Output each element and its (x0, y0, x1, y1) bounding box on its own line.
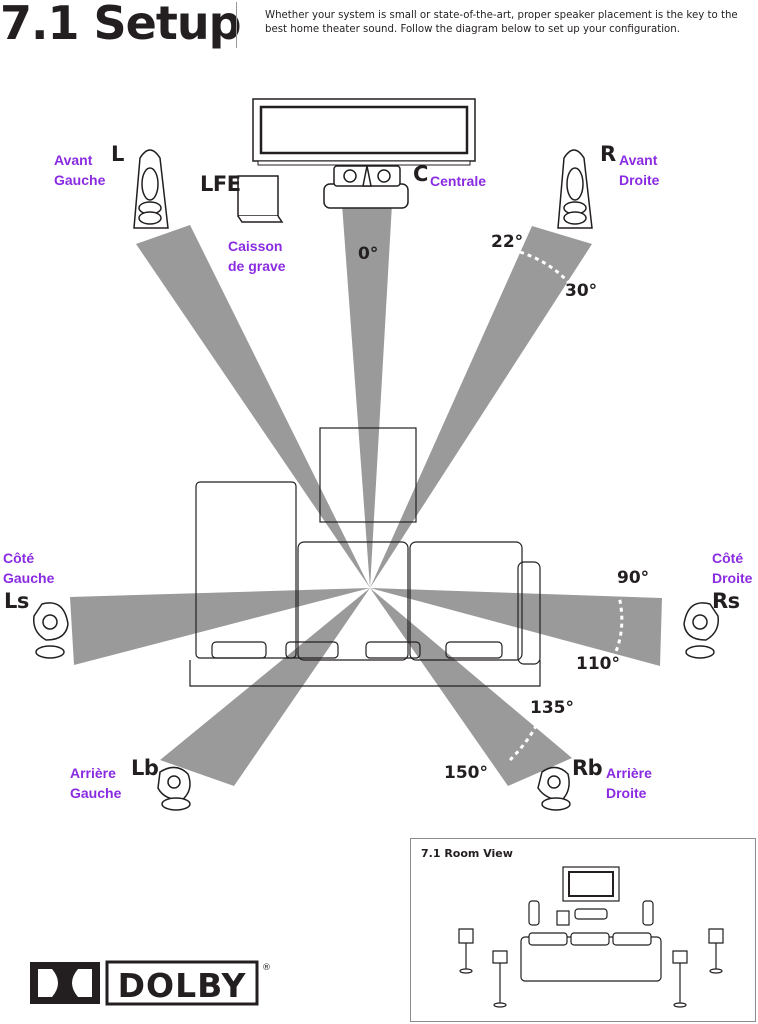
beam-side-right (370, 588, 662, 666)
label-back-left: Arrière Gauche (70, 765, 122, 801)
beam-back-left (160, 588, 370, 786)
dolby-double-d-icon (30, 962, 100, 1004)
arc-back-right (508, 717, 542, 762)
front-right-speaker (557, 149, 593, 229)
sofa-cushion-right (409, 541, 523, 661)
sofa-left-back (195, 481, 297, 659)
room-view-title: 7.1 Room View (421, 847, 513, 860)
center-speaker (323, 165, 409, 209)
sofa-base (189, 660, 541, 687)
code-center: C (413, 162, 428, 186)
subwoofer-box (237, 175, 284, 223)
label-subwoofer: Caisson de grave (228, 238, 286, 274)
registered-mark: ® (262, 963, 271, 973)
room-view-illustration (458, 866, 724, 1008)
intro-text: Whether your system is small or state-of… (265, 10, 738, 35)
label-center: Centrale (430, 173, 487, 189)
side-right-speaker (683, 602, 719, 659)
side-left-speaker (33, 602, 69, 659)
beam-front-left (136, 225, 370, 588)
angle-front-min: 22° (491, 232, 524, 252)
beam-back-right (370, 588, 572, 786)
label-back-right: Arrière Droite (606, 765, 652, 801)
beam-center (342, 204, 392, 588)
beam-front-right (370, 226, 592, 588)
coffee-table (319, 427, 417, 523)
label-front-left: Avant Gauche (54, 152, 106, 188)
angle-center: 0° (358, 244, 379, 264)
room-front-right (642, 900, 654, 926)
code-back-left: Lb (131, 756, 159, 780)
code-back-right: Rb (572, 756, 603, 780)
angle-back-min: 135° (530, 698, 574, 718)
sofa-cushion-mid (297, 541, 409, 661)
beam-side-left (70, 588, 370, 665)
angle-side-max: 110° (576, 654, 620, 674)
page-title: 7.1 Setup (0, 0, 241, 50)
back-left-speaker (157, 766, 191, 811)
label-front-right: Avant Droite (619, 152, 660, 188)
back-right-speaker (537, 766, 571, 811)
sofa (189, 481, 541, 687)
angle-side-min: 90° (617, 568, 650, 588)
front-left-speaker (133, 149, 169, 229)
room-center (574, 908, 608, 920)
title-divider (236, 2, 237, 48)
dolby-wordmark: DOLBY (118, 966, 247, 1005)
room-side-left (458, 928, 474, 944)
code-front-right: R (600, 142, 616, 166)
angle-front-max: 30° (565, 281, 598, 301)
sofa-arm-right (517, 561, 541, 665)
tv-stand (257, 160, 471, 166)
dolby-wordmark-box: DOLBY ® (105, 960, 271, 1006)
code-front-left: L (111, 142, 124, 166)
label-side-right: Côté Droite (712, 550, 753, 586)
code-side-right: Rs (712, 589, 740, 613)
code-side-left: Ls (4, 589, 29, 613)
room-sub (556, 910, 570, 926)
code-subwoofer: LFE (200, 172, 241, 196)
angle-back-max: 150° (444, 763, 488, 783)
label-side-left: Côté Gauche (3, 550, 55, 586)
angle-arcs (508, 250, 624, 762)
room-view-panel: 7.1 Room View (410, 838, 756, 1022)
room-side-right (708, 928, 724, 944)
room-back-left (492, 950, 508, 964)
room-front-left (528, 900, 540, 926)
tv-screen (259, 105, 469, 155)
room-back-right (672, 950, 688, 964)
listening-beams (70, 204, 662, 786)
tv (252, 98, 476, 166)
